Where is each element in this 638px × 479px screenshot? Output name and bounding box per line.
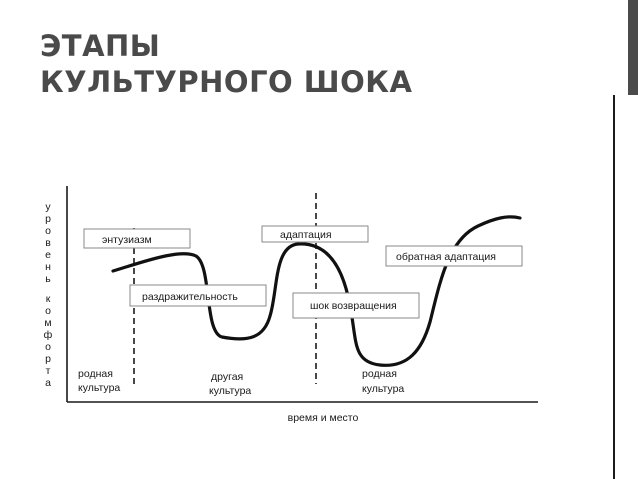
y-label-char: р [45,213,51,225]
y-label-char: е [45,249,51,261]
slide-title-line-2: КУЛЬТУРНОГО ШОКА [40,65,413,99]
y-label-char: о [45,305,51,317]
culture-label-line: родная [362,368,397,380]
stage-box-return-shock: шок возвращения [292,292,420,319]
culture-label-line: другая [211,371,243,383]
stage-box-enthusiasm: энтузиазм [83,228,191,249]
culture-label-home-first: родная культура [78,368,120,394]
stage-box-adaptation: адаптация [261,225,369,243]
stage-label-irritation: раздражительность [142,291,238,303]
y-label-char: а [45,377,51,389]
culture-label-line: культура [209,385,251,397]
culture-label-line: культура [78,382,120,394]
y-label-char: н [45,261,51,273]
y-label-char: о [45,341,51,353]
y-label-char: в [45,237,51,249]
stage-box-reverse-adaptation: обратная адаптация [385,245,523,267]
y-label-char: ф [44,329,53,341]
y-label-char: к [46,293,51,305]
y-label-char: т [46,365,51,377]
stage-box-irritation: раздражительность [129,284,267,307]
slide-corner-accent [628,0,638,95]
y-axis-label: у р о в е н ь к о м ф о р т а [44,201,53,389]
stage-label-enthusiasm: энтузиазм [102,234,152,246]
y-label-char: р [45,353,51,365]
y-label-char: у [45,201,51,213]
stage-label-reverse-adaptation: обратная адаптация [396,251,496,263]
y-label-char: о [45,225,51,237]
slide-edge-line [613,95,615,479]
culture-label-home-second: родная культура [362,368,404,395]
stage-label-return-shock: шок возвращения [310,300,397,312]
stage-label-adaptation: адаптация [280,229,332,241]
slide-title: ЭТАПЫ КУЛЬТУРНОГО ШОКА [40,28,412,100]
x-axis-label: время и место [288,412,359,424]
y-label-char: м [44,317,51,329]
culture-label-other: другая культура [209,371,251,397]
slide-title-line-1: ЭТАПЫ [40,29,161,63]
culture-label-line: родная [78,368,113,380]
y-label-char: ь [45,273,51,285]
culture-label-line: культура [362,383,404,395]
